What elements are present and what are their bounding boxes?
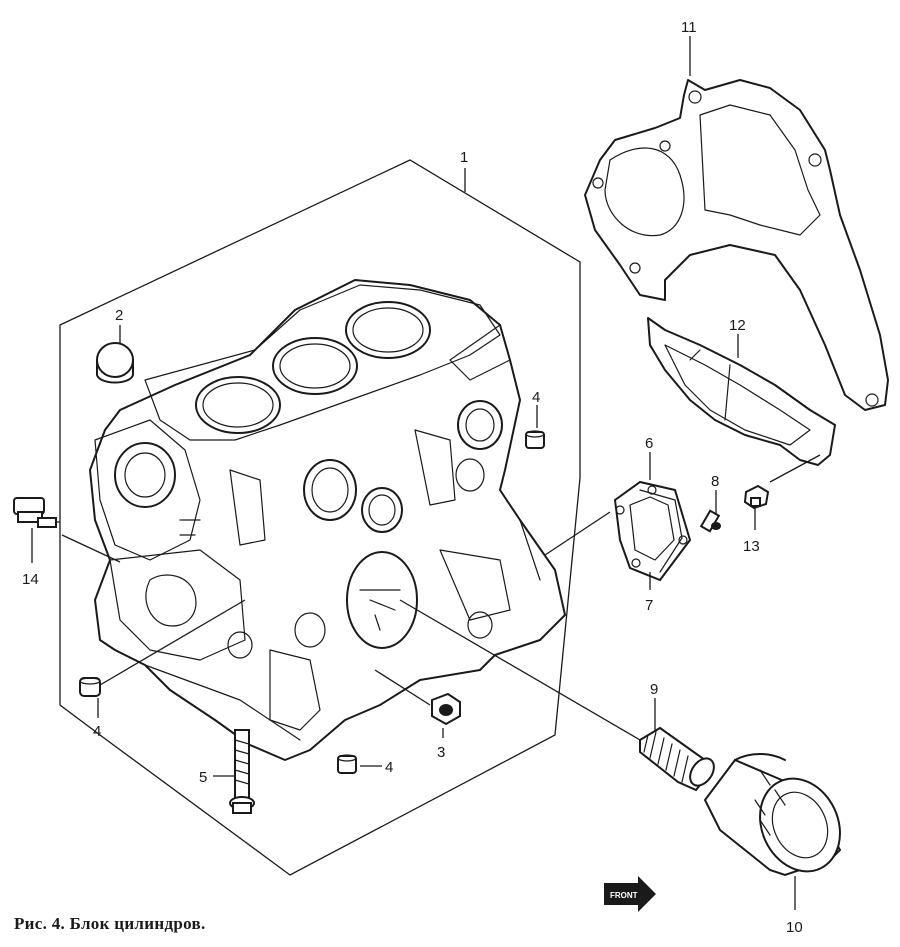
union-part-9 [639,726,715,792]
callout-8: 8 [711,473,719,490]
upper-gasket [584,79,889,411]
plug-part-2 [96,342,134,384]
callouts: 1 2 11 12 4 6 7 8 13 9 10 3 14 4 4 5 [22,19,803,936]
callout-9: 9 [650,681,658,698]
front-arrow-label: FRONT [610,891,638,900]
callout-7: 7 [645,597,653,614]
leader-lines [31,36,821,910]
callout-12: 12 [729,317,746,334]
callout-4-bottom: 4 [385,759,393,776]
bolt-part-8 [699,509,721,533]
callout-1: 1 [460,149,468,166]
callout-6: 6 [645,435,653,452]
bolt-part-5 [229,729,255,814]
plug-part-4-bottom [337,754,357,774]
oil-filter [703,753,842,877]
oil-pressure-switch [13,497,61,528]
callout-4-top: 4 [532,389,540,406]
bolt-part-13 [743,484,770,510]
lower-gasket [647,317,836,466]
callout-13: 13 [743,538,760,555]
callout-3: 3 [437,744,445,761]
callout-2: 2 [115,307,123,324]
plug-part-4-left [79,677,101,697]
figure-caption: Рис. 4. Блок цилиндров. [14,914,206,933]
cylinder-block [89,279,566,761]
nut-part-3 [431,692,461,726]
callout-4-left: 4 [93,723,101,740]
callout-5: 5 [199,769,207,786]
callout-11: 11 [681,19,697,36]
callout-14: 14 [22,571,39,588]
cover-part-6-7 [613,480,692,582]
front-arrow-icon: FRONT [604,876,656,912]
callout-10: 10 [786,919,803,936]
assembly-boundary [59,159,581,876]
plug-part-4-top [525,430,545,449]
